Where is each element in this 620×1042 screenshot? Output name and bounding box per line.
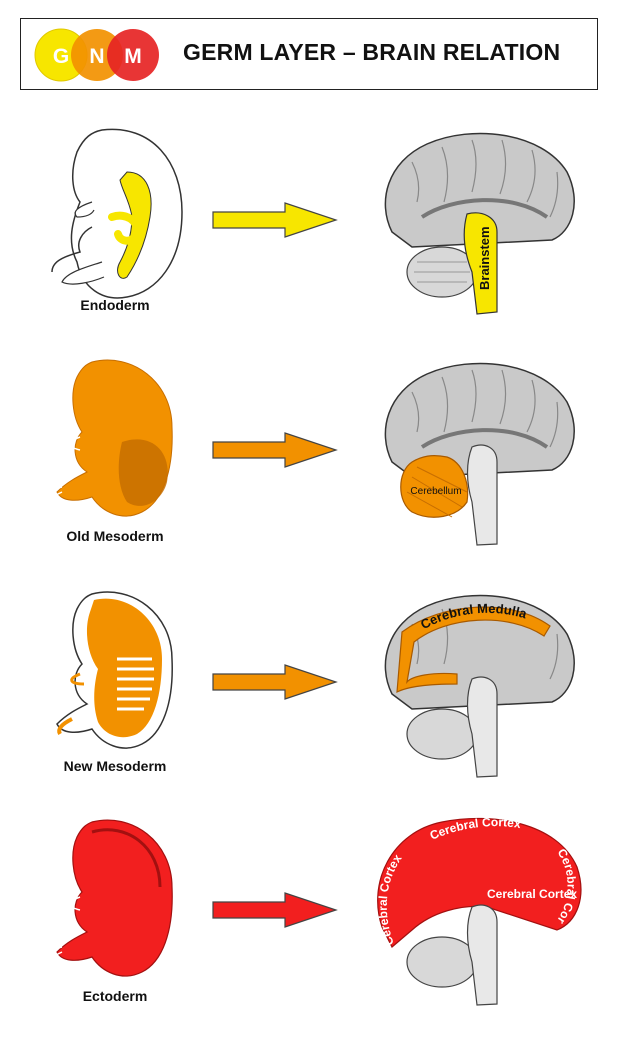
logo-letter-m: M xyxy=(124,45,142,68)
row-new-mesoderm: New Mesoderm Cerebral Medulla xyxy=(0,584,620,814)
cerebral-cortex-label-inner: Cerebral Cortex xyxy=(487,887,577,901)
title-banner: G N M GERM LAYER – BRAIN RELATION xyxy=(20,18,598,90)
row-old-mesoderm: Old Mesoderm Cerebellum xyxy=(0,352,620,582)
row-ectoderm: Ectoderm Cerebral Cortex Cerebral Cortex… xyxy=(0,812,620,1042)
old-mesoderm-embryo-icon xyxy=(49,359,173,517)
brain-cerebral-medulla-diagram: Cerebral Medulla xyxy=(384,594,575,778)
brain-brainstem-diagram: Brainstem xyxy=(384,132,575,315)
germ-layer-label: Ectoderm xyxy=(82,988,148,1004)
germ-layer-label: New Mesoderm xyxy=(63,758,167,774)
right-arrow-icon xyxy=(212,202,338,238)
row-endoderm: Endoderm Brainstem xyxy=(0,122,620,352)
brain-cerebral-cortex-diagram: Cerebral Cortex Cerebral Cortex Cerebral… xyxy=(372,812,582,1006)
germ-layer-label: Endoderm xyxy=(80,297,150,313)
new-mesoderm-embryo-icon xyxy=(56,591,173,749)
right-arrow-icon xyxy=(212,664,338,700)
gnm-logo: G N M xyxy=(34,28,159,82)
logo-letter-n: N xyxy=(89,45,104,68)
page-title: GERM LAYER – BRAIN RELATION xyxy=(183,39,561,65)
right-arrow-icon xyxy=(212,432,338,468)
cerebellum-label: Cerebellum xyxy=(410,486,461,497)
brainstem-label: Brainstem xyxy=(477,226,492,290)
ectoderm-embryo-icon xyxy=(49,819,173,977)
brain-cerebellum-diagram: Cerebellum xyxy=(384,362,575,546)
germ-layer-label: Old Mesoderm xyxy=(66,528,164,544)
right-arrow-icon xyxy=(212,892,338,928)
logo-letter-g: G xyxy=(53,45,69,68)
endoderm-embryo-icon xyxy=(51,128,183,299)
